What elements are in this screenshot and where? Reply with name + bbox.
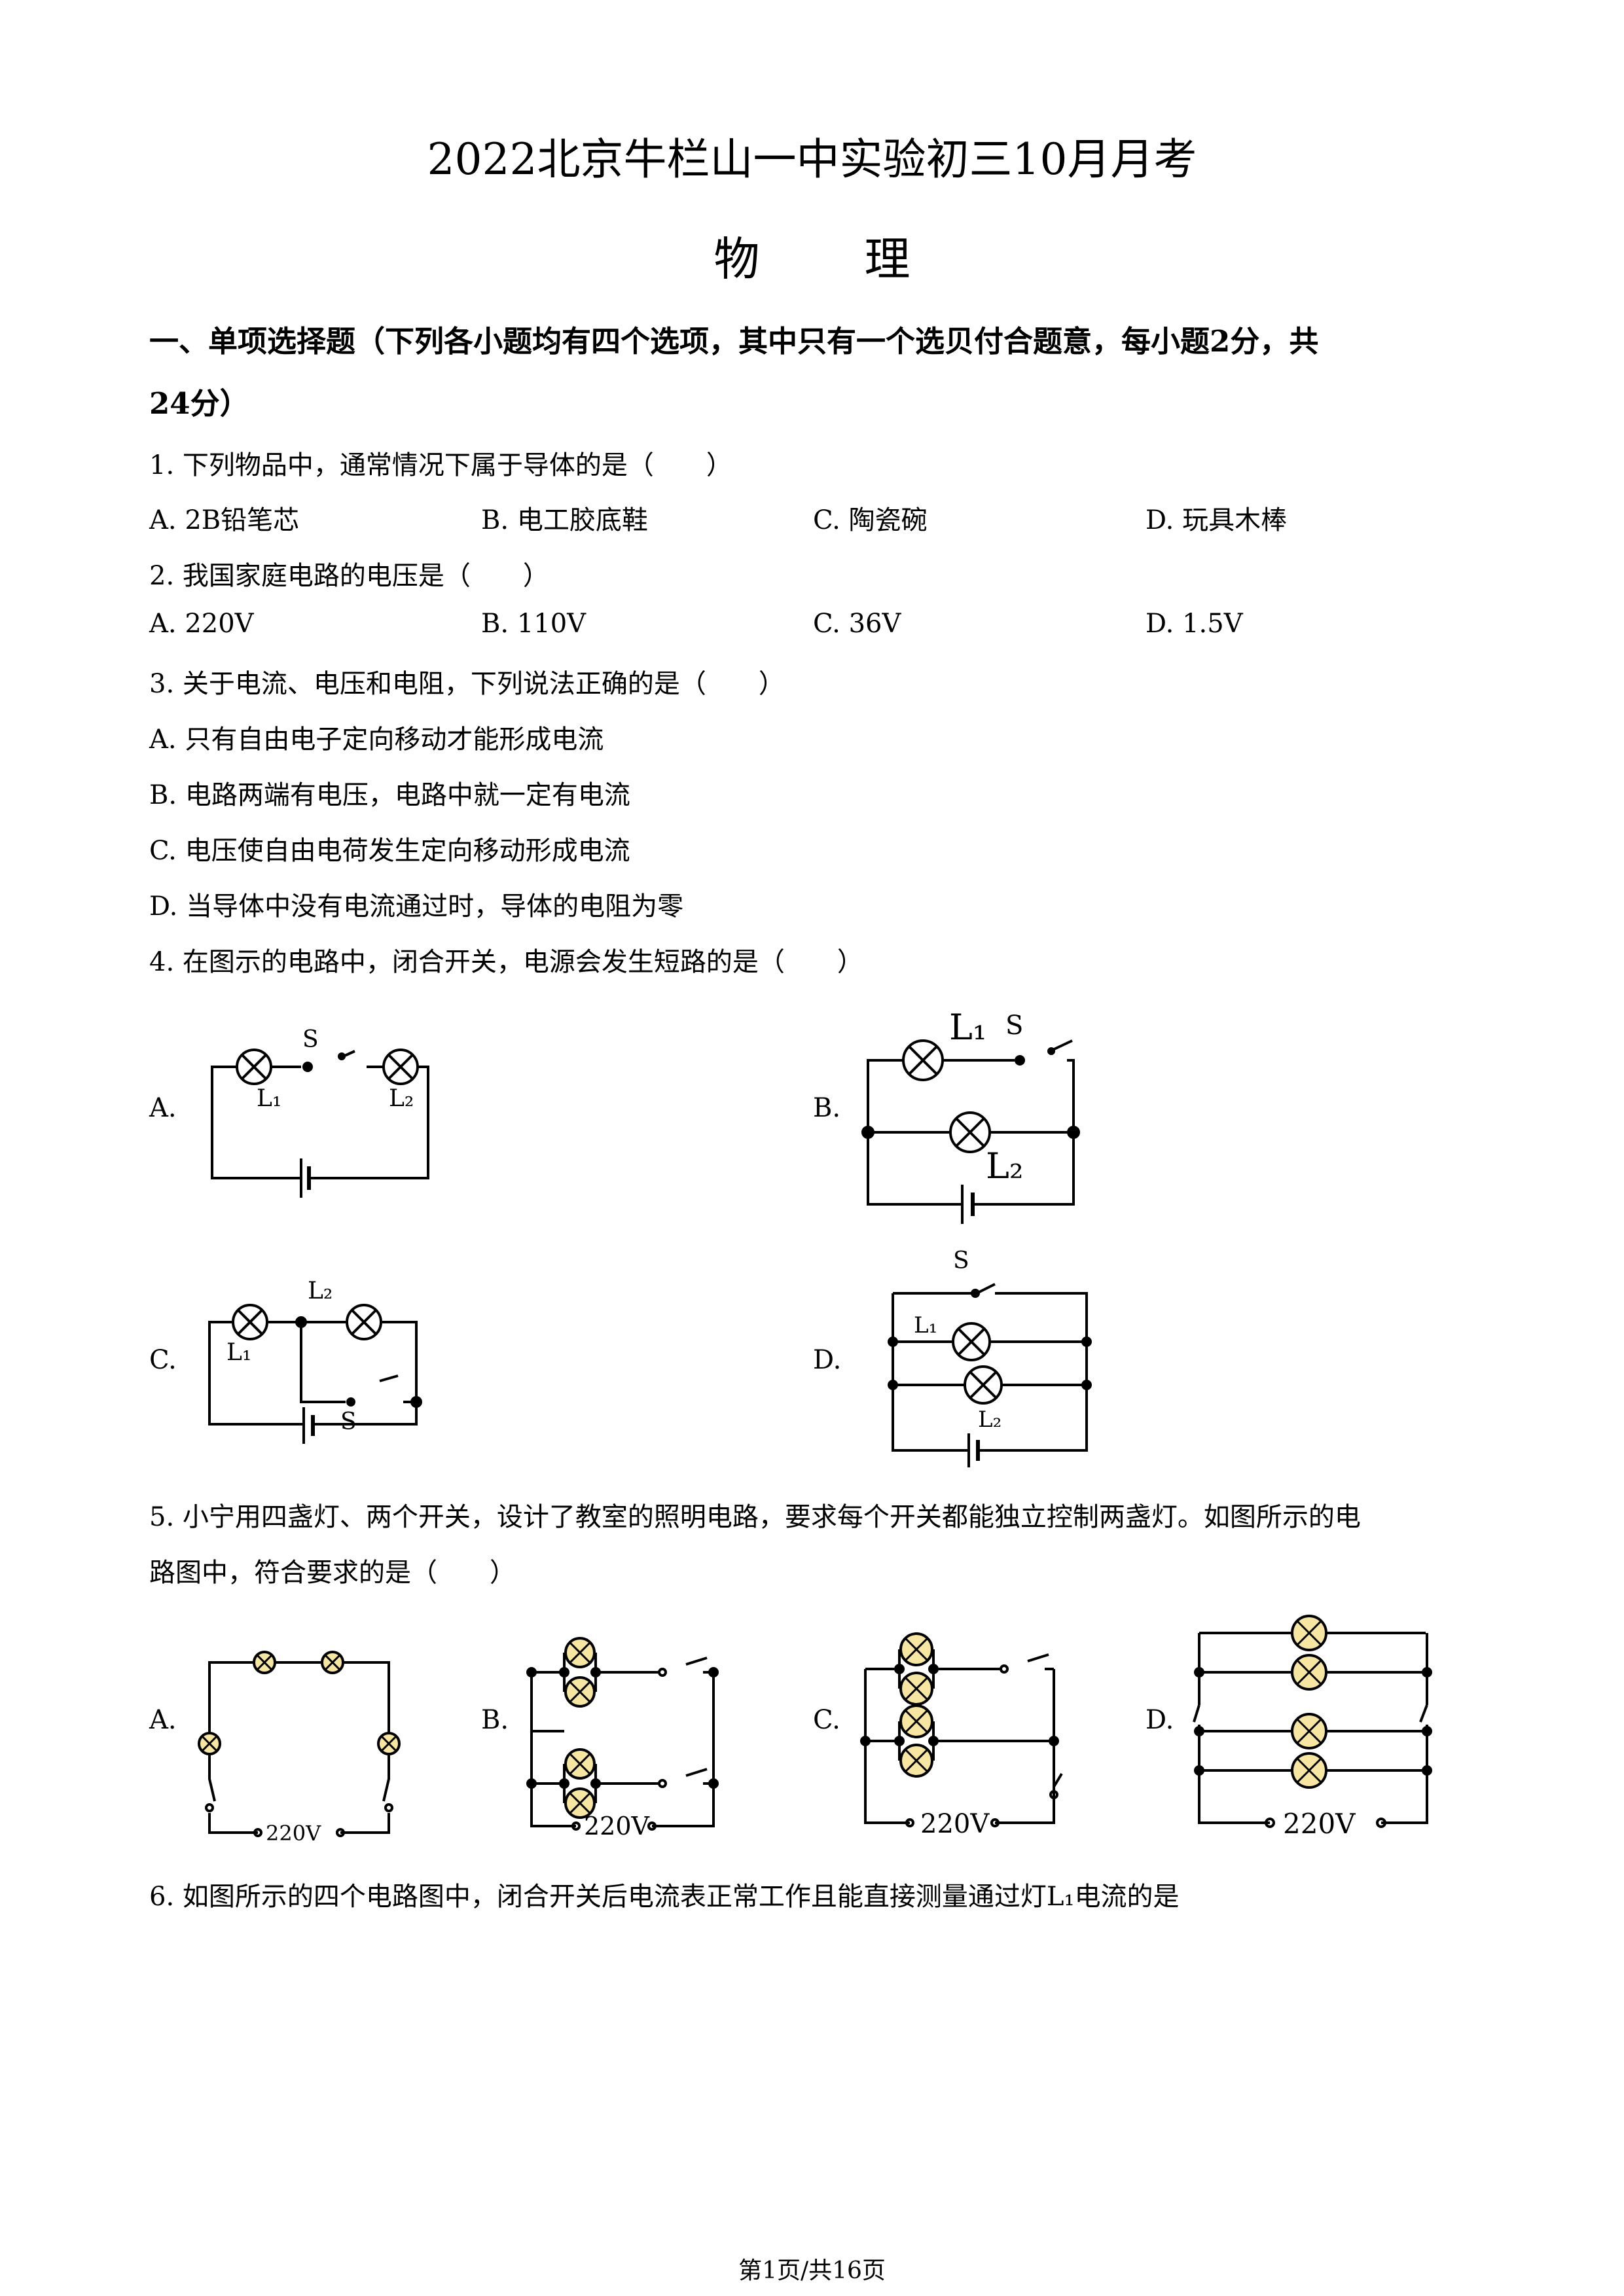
q4c-l2-label: L₂ bbox=[308, 1278, 333, 1304]
q3-option-d: D. 当导体中没有电流通过时，导体的电阻为零 bbox=[149, 891, 684, 922]
question-5-stem-line2: 路图中，符合要求的是（ ） bbox=[149, 1558, 516, 1588]
q5-circuit-a: 220V bbox=[198, 1651, 401, 1846]
q4d-s-label: S bbox=[953, 1247, 969, 1274]
q4c-s-label: S bbox=[340, 1408, 357, 1435]
q4d-l1-label: L₁ bbox=[914, 1312, 937, 1338]
q1-option-a: A. 2B铅笔芯 bbox=[149, 505, 300, 535]
question-6-stem: 6. 如图所示的四个电路图中，闭合开关后电流表正常工作且能直接测量通过灯L₁电流… bbox=[149, 1882, 1180, 1912]
q5b-voltage-label: 220V bbox=[584, 1812, 650, 1840]
q2-option-d: D. 1.5V bbox=[1146, 609, 1243, 639]
q5-circuit-c: 220V bbox=[860, 1632, 1063, 1839]
q4-circuit-c: L₁ L₂ S bbox=[208, 1278, 422, 1444]
question-3-stem: 3. 关于电流、电压和电阻，下列说法正确的是（ ） bbox=[149, 669, 785, 699]
question-4-stem: 4. 在图示的电路中，闭合开关，电源会发生短路的是（ ） bbox=[149, 947, 863, 977]
q1-option-d: D. 玩具木棒 bbox=[1146, 505, 1288, 535]
q5-circuit-b: 220V bbox=[526, 1637, 719, 1840]
q4a-l2-label: L₂ bbox=[389, 1085, 414, 1112]
q2-option-c: C. 36V bbox=[813, 609, 901, 639]
q5a-voltage-label: 220V bbox=[266, 1821, 321, 1846]
q3-option-a: A. 只有自由电子定向移动才能形成电流 bbox=[149, 725, 604, 755]
page-footer: 第1页/共16页 bbox=[738, 2257, 886, 2284]
q2-option-b: B. 110V bbox=[481, 609, 586, 639]
q4d-l2-label: L₂ bbox=[978, 1407, 1001, 1433]
q5c-voltage-label: 220V bbox=[920, 1809, 990, 1839]
q5-option-c-label: C. bbox=[813, 1705, 840, 1735]
q3-option-c: C. 电压使自由电荷发生定向移动形成电流 bbox=[149, 836, 630, 866]
section-heading-line2: 24分） bbox=[149, 386, 249, 421]
q5-option-a-label: A. bbox=[149, 1705, 177, 1735]
q1-option-c: C. 陶瓷碗 bbox=[813, 505, 928, 535]
question-5-stem-line1: 5. 小宁用四盏灯、两个开关，设计了教室的照明电路，要求每个开关都能独立控制两盏… bbox=[149, 1502, 1361, 1532]
question-2-stem: 2. 我国家庭电路的电压是（ ） bbox=[149, 561, 549, 591]
q5-option-b-label: B. bbox=[481, 1705, 509, 1735]
q4-circuit-a: L₁ L₂ S bbox=[211, 1026, 429, 1198]
q4c-l1-label: L₁ bbox=[226, 1339, 251, 1366]
q5-circuit-d: 220V bbox=[1193, 1615, 1432, 1840]
q4b-l1-label: L₁ bbox=[949, 1007, 987, 1048]
q4-option-b-label: B. bbox=[813, 1093, 841, 1123]
q4-circuit-b: L₁ S L₂ bbox=[861, 1007, 1080, 1224]
subject-title: 物理 bbox=[713, 232, 1015, 286]
q2-option-a: A. 220V bbox=[149, 609, 254, 639]
q4b-s-label: S bbox=[1005, 1011, 1023, 1041]
q4-option-d-label: D. bbox=[813, 1345, 842, 1375]
q4a-l1-label: L₁ bbox=[257, 1085, 281, 1112]
q5-option-d-label: D. bbox=[1146, 1705, 1174, 1735]
q3-option-b: B. 电路两端有电压，电路中就一定有电流 bbox=[149, 780, 630, 810]
q1-option-b: B. 电工胶底鞋 bbox=[481, 505, 648, 535]
q4a-s-label: S bbox=[302, 1026, 319, 1053]
q4-circuit-d: L₁ S L₂ bbox=[888, 1247, 1092, 1467]
q5d-voltage-label: 220V bbox=[1283, 1808, 1356, 1840]
question-1-stem: 1. 下列物品中，通常情况下属于导体的是（ ） bbox=[149, 450, 732, 480]
q4-option-a-label: A. bbox=[149, 1093, 177, 1123]
q4-option-c-label: C. bbox=[149, 1345, 177, 1375]
exam-title: 2022北京牛栏山一中实验初三10月月考 bbox=[427, 134, 1197, 185]
q4b-l2-label: L₂ bbox=[986, 1145, 1024, 1187]
section-heading-line1: 一、单项选择题（下列各小题均有四个选项，其中只有一个选贝付合题意，每小题2分，共 bbox=[149, 324, 1319, 359]
